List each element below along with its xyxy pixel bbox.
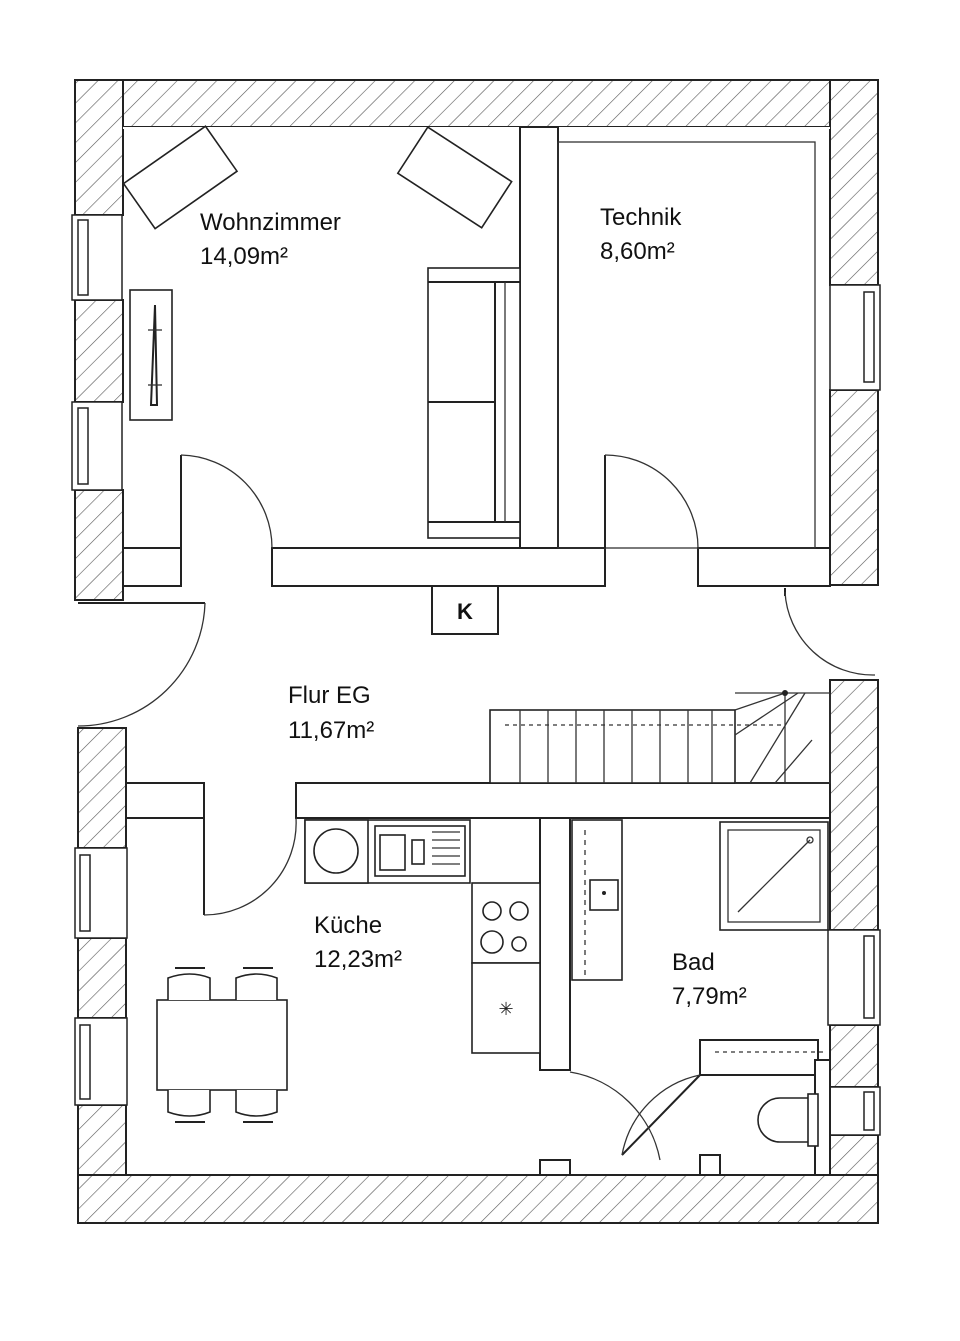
wall-top (74, 79, 879, 128)
room-area-bad: 7,79m² (672, 983, 747, 1010)
kitchen-furniture: ✳ (156, 819, 541, 1123)
room-area-wohnzimmer: 14,09m² (200, 243, 288, 270)
door-bad (621, 1074, 701, 1156)
wall-kitchen-left (125, 782, 205, 819)
wall-right-lower-2 (829, 1024, 879, 1088)
wall-left-lower-2 (77, 937, 127, 1019)
room-name-wohnzimmer: Wohnzimmer (200, 209, 341, 236)
room-area-flur: 11,67m² (288, 717, 374, 744)
wall-left-upper-3 (74, 489, 124, 601)
wall-wohn-technik (519, 126, 559, 549)
room-name-technik: Technik (600, 204, 682, 231)
chairs (167, 967, 278, 1123)
room-area-technik: 8,60m² (600, 238, 675, 265)
wall-right-upper-1 (829, 79, 879, 286)
doors (77, 454, 876, 1161)
room-area-kueche: 12,23m² (314, 946, 402, 973)
dining-table (156, 999, 288, 1091)
windows (71, 214, 881, 1136)
wall-left-upper-2 (74, 299, 124, 403)
wall-wohn-bottom-left (122, 547, 182, 587)
wall-right-upper-2 (829, 389, 879, 586)
chimney-label: K (457, 599, 473, 624)
bath-furniture (571, 819, 829, 1147)
room-name-flur: Flur EG (288, 682, 371, 709)
room-name-kueche: Küche (314, 912, 382, 939)
washing-machine (313, 828, 359, 874)
wall-left-lower-1 (77, 727, 127, 849)
stove (471, 882, 541, 964)
wall-wohn-bottom-right (271, 547, 606, 587)
armchair-left (122, 125, 239, 230)
wall-kitchen-right (295, 782, 831, 819)
room-name-bad: Bad (672, 949, 715, 976)
wall-bottom (77, 1174, 879, 1224)
wall-technik-bottom (697, 547, 831, 587)
toilet (757, 1097, 816, 1143)
staircase (489, 690, 831, 784)
exterior-walls (74, 79, 879, 1224)
wall-kitchen-bad (539, 817, 571, 1071)
armchair-right (396, 126, 513, 229)
wall-left-upper-1 (74, 79, 124, 216)
wall-right-lower-1 (829, 679, 879, 931)
room-labels: Wohnzimmer 14,09m² Technik 8,60m² Flur E… (200, 204, 747, 1010)
svg-text:✳: ✳ (498, 999, 513, 1020)
fridge (471, 962, 541, 1054)
chimney (431, 585, 499, 635)
wohnzimmer-furniture (122, 125, 521, 539)
